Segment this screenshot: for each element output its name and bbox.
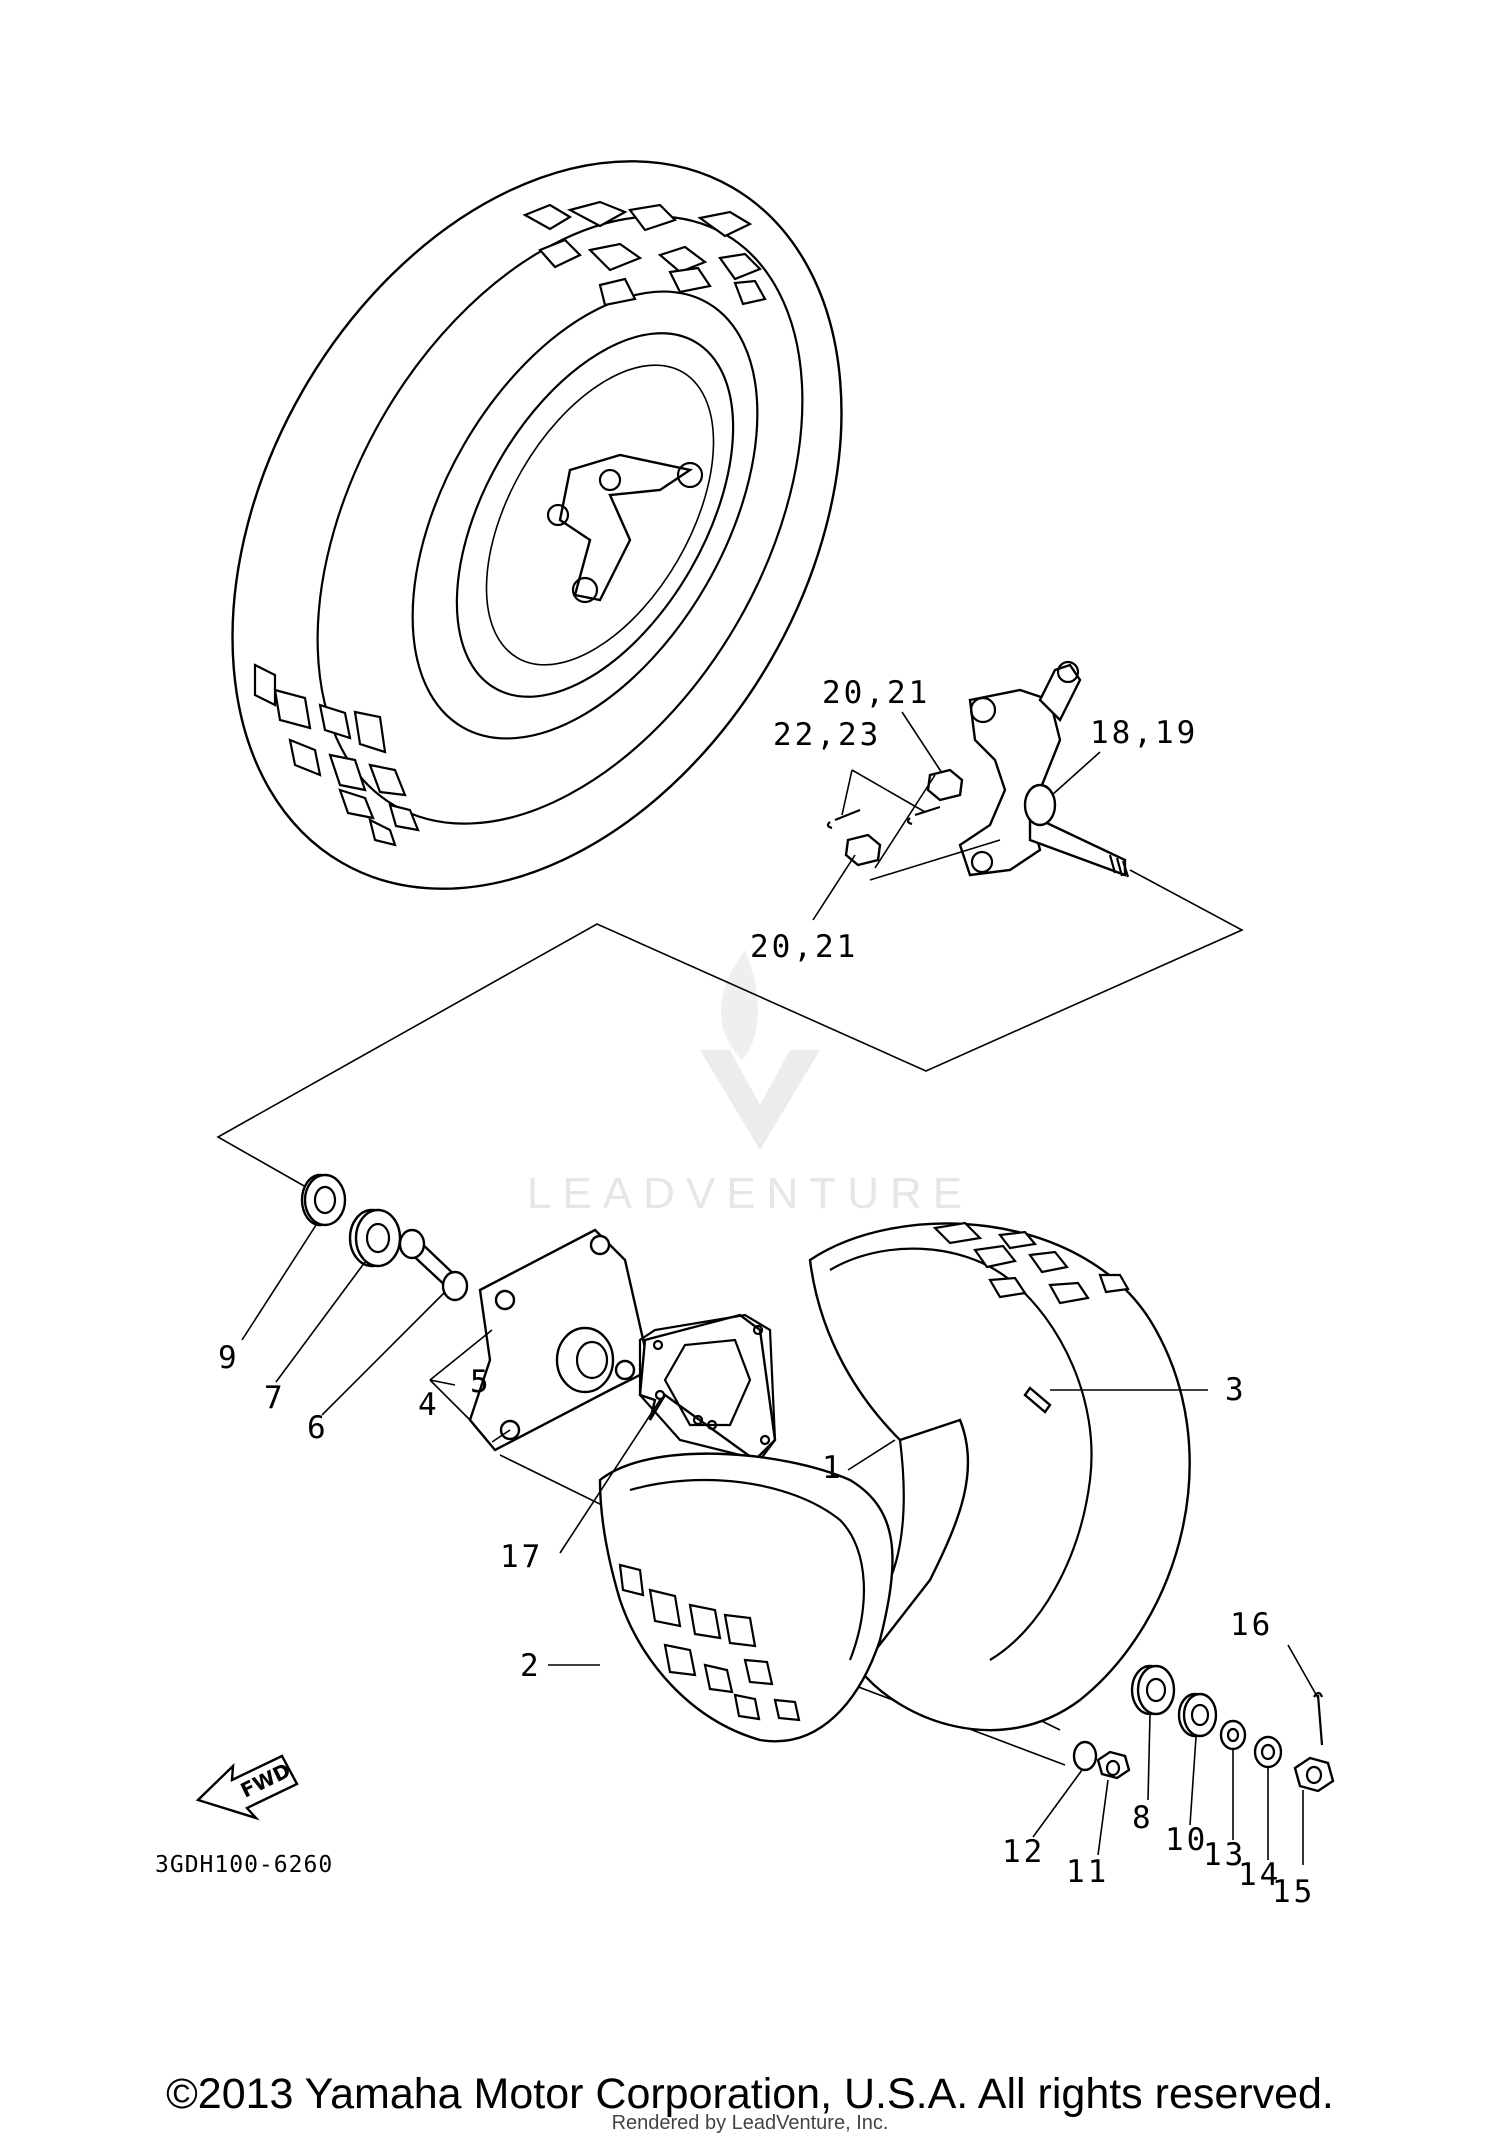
- callout-14: 14: [1238, 1857, 1281, 1893]
- nut-15: [1293, 1756, 1335, 1793]
- bearing-7: [348, 1208, 402, 1268]
- cotter-pin-16: [1313, 1691, 1324, 1746]
- callout-9: 9: [218, 1340, 240, 1376]
- nut-11: [1096, 1750, 1131, 1780]
- callout-16: 16: [1230, 1607, 1273, 1643]
- leadventure-watermark: LEADVENTURE: [527, 950, 973, 1218]
- tire-half-2: [598, 1452, 894, 1743]
- hub-4: [468, 1228, 652, 1452]
- callout-12: 12: [1002, 1834, 1045, 1870]
- callout-labels: 1 2 3 4 5 6 7 8 9 10 11 12 13 14 15 16 1…: [218, 675, 1315, 1910]
- callout-15: 15: [1272, 1874, 1315, 1910]
- watermark-text: LEADVENTURE: [527, 1169, 973, 1218]
- steering-knuckle: [958, 660, 1130, 878]
- callout-3: 3: [1225, 1372, 1247, 1408]
- callout-11: 11: [1066, 1854, 1109, 1890]
- rendered-by-notice: Rendered by LeadVenture, Inc.: [611, 2112, 889, 2134]
- washer-12: [1072, 1740, 1098, 1772]
- fwd-arrow-icon: FWD: [195, 1754, 299, 1821]
- diagram-code: 3GDH100-6260: [155, 1852, 333, 1878]
- callout-5: 5: [470, 1364, 492, 1400]
- callout-17: 17: [500, 1539, 543, 1575]
- callout-18-19: 18,19: [1090, 715, 1198, 751]
- castle-nuts-and-pins: [826, 768, 964, 867]
- tire-half-1: [808, 1221, 1191, 1732]
- callout-7: 7: [264, 1380, 286, 1416]
- callout-13: 13: [1203, 1837, 1246, 1873]
- bearing-8: [1130, 1664, 1176, 1716]
- valve-3: [1023, 1386, 1052, 1414]
- callout-8: 8: [1132, 1800, 1154, 1836]
- washer-14: [1253, 1735, 1283, 1769]
- leader-lines: [241, 711, 1319, 1865]
- callout-10: 10: [1165, 1822, 1208, 1858]
- callout-2: 2: [520, 1648, 542, 1684]
- callout-20-21-upper: 20,21: [822, 675, 930, 711]
- washer-13: [1219, 1719, 1247, 1751]
- callout-4: 4: [418, 1387, 440, 1423]
- plate-17: [638, 1313, 777, 1462]
- callout-20-21-lower: 20,21: [750, 929, 858, 965]
- seal-10: [1177, 1692, 1218, 1738]
- callout-6: 6: [307, 1410, 329, 1446]
- callout-22-23: 22,23: [773, 717, 881, 753]
- spacer-6: [398, 1228, 469, 1302]
- copyright-notice: ©2013 Yamaha Motor Corporation, U.S.A. A…: [166, 2070, 1334, 2118]
- callout-1: 1: [822, 1450, 844, 1486]
- bearing-9: [300, 1173, 347, 1227]
- upper-tire-assembly: [231, 160, 843, 890]
